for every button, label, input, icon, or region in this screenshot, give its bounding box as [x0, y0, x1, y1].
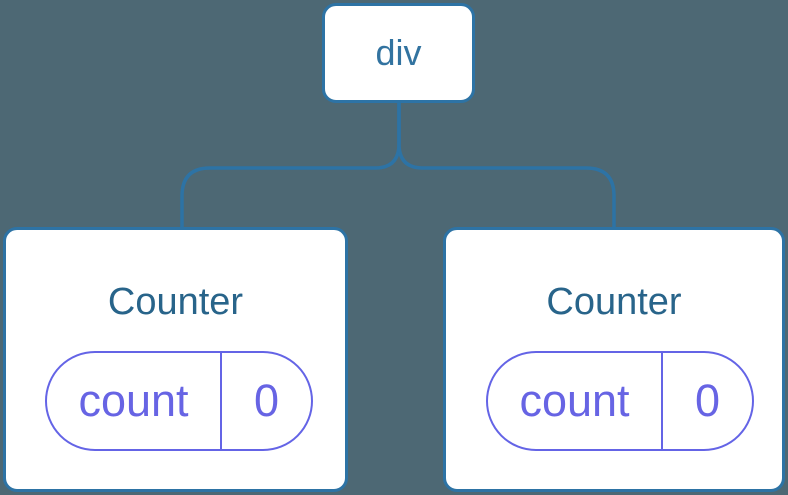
state-pill: count 0 — [45, 351, 313, 451]
counter-component-node-left: Counter count 0 — [3, 227, 348, 492]
component-title: Counter — [107, 281, 244, 323]
root-node-label: div — [375, 32, 422, 73]
connector-root-to-right-child — [397, 101, 616, 230]
state-key-label: count — [47, 353, 222, 449]
component-title: Counter — [546, 281, 682, 323]
state-key-label: count — [488, 353, 663, 449]
state-value: 0 — [253, 375, 280, 426]
root-node-div: div — [322, 3, 475, 103]
counter-component-node-right: Counter count 0 — [443, 227, 785, 492]
state-value: 0 — [694, 375, 721, 426]
state-pill: count 0 — [486, 351, 754, 451]
connector-root-to-left-child — [180, 101, 401, 230]
